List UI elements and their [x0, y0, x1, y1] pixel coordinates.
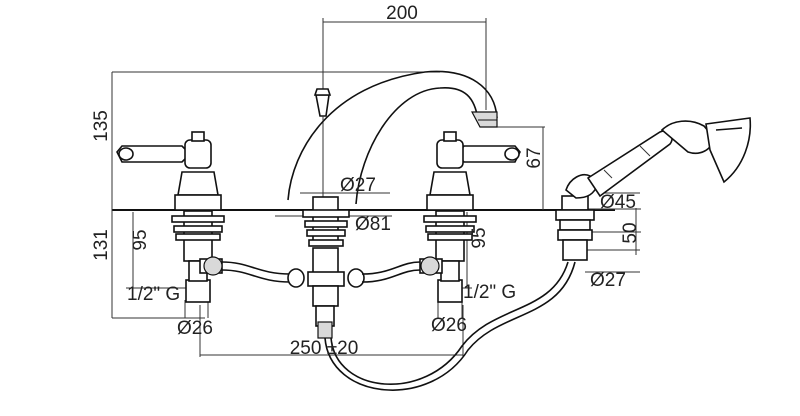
label-holder-height: 50 — [620, 222, 641, 243]
handshower — [555, 117, 752, 261]
label-valve-diameter-right: Ø26 — [431, 315, 467, 336]
label-valve-spacing: 250 ±20 — [290, 338, 359, 359]
label-deck-plate-diameter: Ø81 — [355, 214, 391, 235]
left-valve — [116, 131, 225, 303]
label-shank-length-right: 95 — [469, 227, 490, 248]
handshower-hose — [324, 261, 576, 391]
diverter-knob — [313, 88, 332, 121]
right-valve — [419, 131, 521, 303]
label-holder-diameter: Ø45 — [600, 192, 636, 213]
connector-hoses — [221, 261, 421, 288]
label-shank-length-left: 95 — [130, 229, 151, 250]
label-spout-base-diameter: Ø27 — [340, 175, 376, 196]
label-connection-left: 1/2" G — [127, 284, 180, 305]
label-holder-shank-diameter: Ø27 — [590, 270, 626, 291]
label-total-height: 135 — [91, 110, 112, 142]
spout-body — [302, 196, 350, 339]
label-below-deck-height: 131 — [91, 229, 112, 261]
label-spout-reach: 200 — [386, 3, 418, 24]
label-connection-right: 1/2" G — [463, 282, 516, 303]
label-spout-outlet-height: 67 — [524, 147, 545, 168]
spout — [287, 70, 498, 205]
label-valve-diameter-left: Ø26 — [177, 318, 213, 339]
dimension-lines — [111, 18, 641, 357]
